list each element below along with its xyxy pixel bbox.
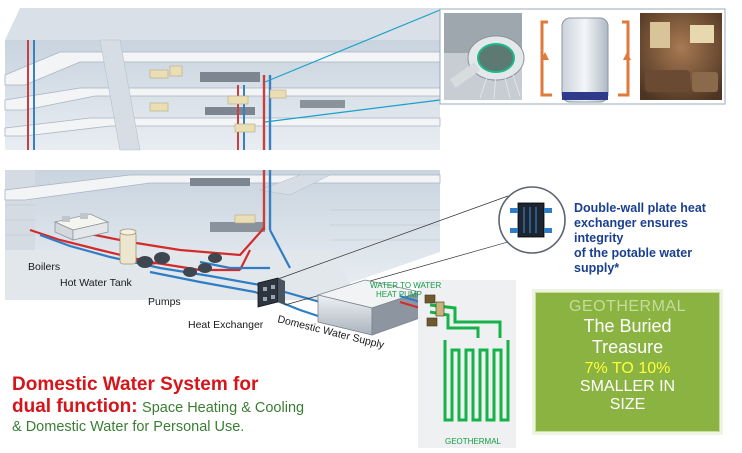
inset-leaders	[264, 9, 441, 123]
hot-water-tank	[119, 228, 137, 265]
geothermal-valves	[424, 294, 445, 327]
geo-box-title: GEOTHERMAL	[568, 298, 686, 315]
desc-line-1: Space Heating & Cooling	[142, 400, 305, 416]
pumps	[137, 252, 222, 277]
shower-head-icon	[444, 13, 525, 100]
inset-panel	[439, 8, 726, 105]
label-hot-water-tank: Hot Water Tank	[60, 277, 133, 289]
system-title: Domestic Water System for dual function:…	[12, 374, 412, 436]
label-heat-exchanger: Heat Exchanger	[188, 319, 264, 331]
title-line-2: dual function:	[12, 396, 138, 417]
label-water-to-water-1: WATER TO WATER	[370, 281, 441, 290]
callout-line-3: of the potable water supply*	[574, 246, 693, 275]
title-line-1: Domestic Water System for	[12, 374, 259, 395]
geo-box-percent: 7% TO 10%	[584, 360, 671, 377]
geo-box-size-2: SIZE	[609, 396, 646, 413]
callout-line-2: exchanger ensures integrity	[574, 216, 688, 245]
desc-line-2: & Domestic Water for Personal Use.	[12, 419, 245, 435]
label-pumps: Pumps	[148, 296, 181, 308]
callout-line-1: Double-wall plate heat	[574, 201, 706, 215]
geo-box-subtitle-2: Treasure	[591, 337, 664, 357]
geo-box-size-1: SMALLER IN	[579, 378, 676, 395]
heat-exchanger-callout: Double-wall plate heat exchanger ensures…	[574, 201, 739, 276]
boilers	[53, 213, 110, 241]
geo-box-subtitle-1: The Buried	[583, 316, 672, 336]
heat-exchanger	[257, 277, 285, 308]
living-room-photo	[640, 13, 722, 100]
geothermal-panel	[418, 280, 516, 448]
geothermal-box: GEOTHERMAL The Buried Treasure 7% TO 10%…	[535, 292, 720, 432]
heat-pump	[316, 279, 431, 336]
water-heater-icon	[540, 17, 631, 103]
plate-heat-exchanger-icon	[498, 186, 566, 254]
label-boilers: Boilers	[28, 261, 60, 273]
floor-slab	[4, 117, 441, 137]
label-geothermal-loop: GEOTHERMAL	[445, 437, 502, 446]
upper-building	[4, 8, 441, 151]
label-water-to-water-2: HEAT PUMP	[376, 290, 422, 299]
